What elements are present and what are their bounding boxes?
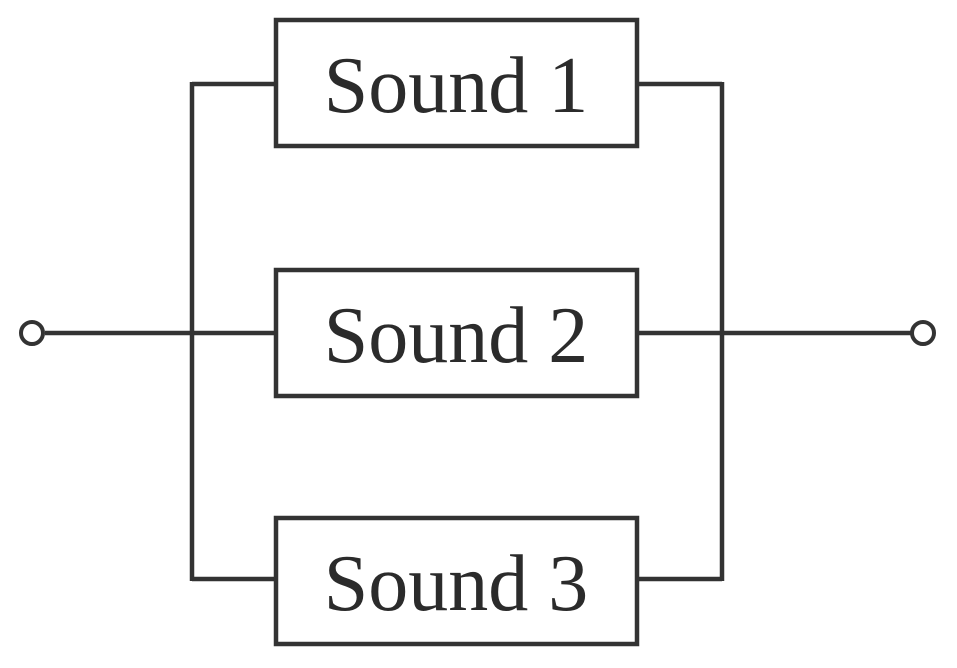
sound-1-box bbox=[273, 17, 640, 149]
sound-3-label: Sound 3 bbox=[324, 540, 589, 628]
input-terminal bbox=[19, 320, 45, 346]
sound-1-label: Sound 1 bbox=[324, 42, 589, 130]
sound-2-label: Sound 2 bbox=[324, 292, 589, 380]
output-terminal bbox=[910, 320, 936, 346]
sound-3-box bbox=[273, 515, 640, 647]
sound-2-box bbox=[273, 267, 640, 399]
